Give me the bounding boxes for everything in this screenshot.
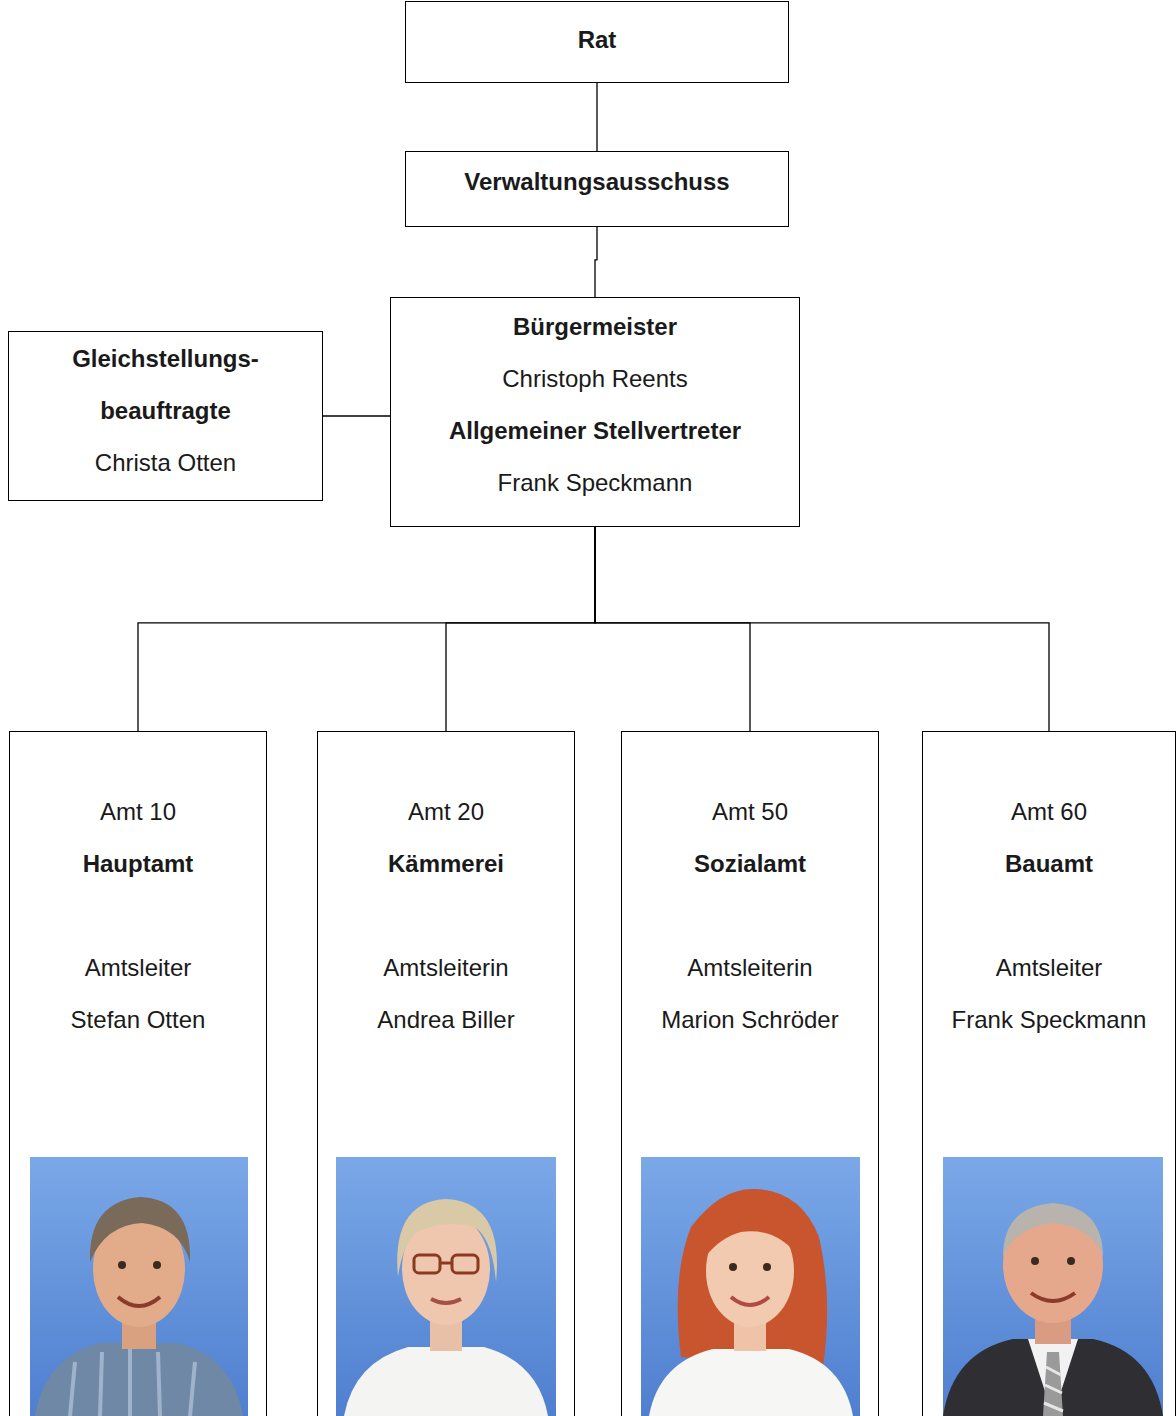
box-text: Amtsleiterin xyxy=(326,942,566,994)
portrait-photo xyxy=(336,1157,556,1416)
box-text: Amtsleiter xyxy=(931,942,1167,994)
department-box: Amt 20KämmereiAmtsleiterinAndrea Biller xyxy=(317,731,575,1416)
org-box: Verwaltungsausschuss xyxy=(405,151,789,227)
department-box: Amt 60BauamtAmtsleiterFrank Speckmann xyxy=(922,731,1176,1416)
connector-line xyxy=(595,527,750,731)
connector-line xyxy=(323,415,390,416)
connector-line xyxy=(595,527,1049,731)
box-text: Christoph Reents xyxy=(399,353,791,405)
box-text: Frank Speckmann xyxy=(399,457,791,509)
box-heading: Rat xyxy=(414,14,780,66)
box-text: Amtsleiter xyxy=(18,942,258,994)
org-box: Gleichstellungs- beauftragteChrista Otte… xyxy=(8,331,323,501)
box-text: Amt 50 xyxy=(630,786,870,838)
box-heading: Sozialamt xyxy=(630,838,870,890)
portrait-photo xyxy=(641,1157,860,1416)
department-box: Amt 50SozialamtAmtsleiterinMarion Schröd… xyxy=(621,731,879,1416)
box-text: Stefan Otten xyxy=(18,994,258,1046)
department-box: Amt 10HauptamtAmtsleiterStefan Otten xyxy=(9,731,267,1416)
box-text: Amt 10 xyxy=(18,786,258,838)
box-heading: Verwaltungsausschuss xyxy=(414,156,780,208)
box-heading: Kämmerei xyxy=(326,838,566,890)
box-text: Marion Schröder xyxy=(630,994,870,1046)
box-text: Christa Otten xyxy=(49,437,282,489)
box-text: Frank Speckmann xyxy=(931,994,1167,1046)
connector-line xyxy=(446,527,595,731)
box-heading: Hauptamt xyxy=(18,838,258,890)
connector-line xyxy=(595,227,597,297)
box-heading: Bürgermeister xyxy=(399,301,791,353)
box-text: Amt 60 xyxy=(931,786,1167,838)
connector-line xyxy=(138,527,595,731)
leader-box: BürgermeisterChristoph ReentsAllgemeiner… xyxy=(390,297,800,527)
box-text: Amtsleiterin xyxy=(630,942,870,994)
box-heading: Allgemeiner Stellvertreter xyxy=(399,405,791,457)
portrait-photo xyxy=(30,1157,248,1416)
portrait-photo xyxy=(943,1157,1163,1416)
org-box: Rat xyxy=(405,1,789,83)
box-heading: Gleichstellungs- beauftragte xyxy=(49,333,282,437)
box-text: Amt 20 xyxy=(326,786,566,838)
box-heading: Bauamt xyxy=(931,838,1167,890)
connector-line xyxy=(596,83,597,151)
box-text: Andrea Biller xyxy=(326,994,566,1046)
